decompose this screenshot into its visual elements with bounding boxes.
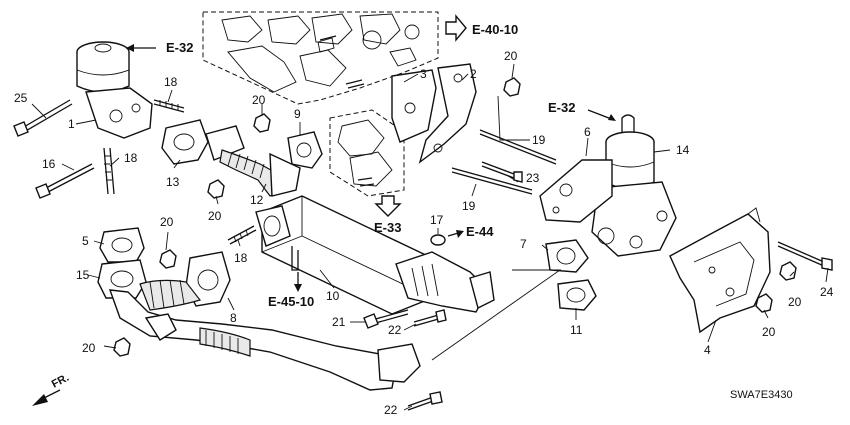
part-number-25: 25	[14, 91, 28, 105]
ref-label-e45-10: E-45-10	[268, 294, 314, 309]
part-number-24: 24	[820, 285, 834, 299]
part-number-13: 13	[166, 175, 180, 189]
egr-gasket-plate-6	[539, 159, 613, 223]
ref-label-e32-left: E-32	[166, 40, 193, 55]
ref-arrow-e32-right	[587, 109, 616, 121]
part-number-14: 14	[676, 143, 690, 157]
front-arrow-icon	[32, 389, 61, 406]
gasket-5	[99, 227, 145, 263]
ref-arrow-e33	[374, 195, 402, 217]
bolt-16	[35, 163, 95, 199]
part-number-18-lower: 18	[234, 251, 248, 265]
part-number-20-mid: 20	[208, 209, 222, 223]
nut-20	[113, 77, 797, 357]
part-number-18-upper: 18	[164, 75, 178, 89]
ref-arrow-e40-10	[445, 14, 467, 42]
diagram-code: SWA7E3430	[730, 389, 793, 401]
head-stud-bolt	[319, 35, 365, 89]
part-number-9: 9	[294, 107, 301, 121]
part-number-3: 3	[420, 67, 427, 81]
stud-18-mid	[103, 147, 115, 195]
stud-18-lower	[227, 225, 257, 245]
bolt-21	[363, 309, 409, 329]
gasket-7	[545, 239, 589, 273]
ref-arrow-e44	[447, 230, 464, 238]
ref-arrow-e32-left	[126, 44, 156, 52]
egr-valve-right	[591, 114, 677, 257]
part-number-6: 6	[584, 125, 591, 139]
stud-19-pair	[451, 129, 557, 195]
egr-cooler	[255, 195, 495, 315]
part-number-20-left: 20	[160, 215, 174, 229]
heat-shield	[669, 207, 771, 334]
part-number-5: 5	[82, 234, 89, 248]
part-number-16: 16	[42, 157, 56, 171]
gasket-15	[97, 259, 147, 299]
gasket-9	[287, 131, 323, 169]
ref-arrow-e45-10	[294, 272, 302, 292]
washer-17	[430, 234, 446, 246]
cylinder-head-outline	[202, 11, 439, 105]
part-number-15: 15	[76, 268, 90, 282]
egr-valve-left	[76, 41, 153, 139]
part-number-10: 10	[326, 289, 340, 303]
ref-label-e44: E-44	[466, 224, 494, 239]
part-number-12: 12	[250, 193, 264, 207]
part-number-2: 2	[470, 67, 477, 81]
leader-lines	[31, 63, 829, 411]
part-number-8: 8	[230, 311, 237, 325]
part-number-22-upper: 22	[388, 323, 402, 337]
part-number-7: 7	[520, 237, 527, 251]
bolt-23	[481, 161, 523, 183]
part-number-4: 4	[704, 343, 711, 357]
part-number-20-right-lower: 20	[762, 325, 776, 339]
part-number-20-upper-mid: 20	[252, 93, 266, 107]
ref-label-e33: E-33	[374, 220, 401, 235]
stud-18-upper	[153, 99, 185, 113]
front-label: FR.	[50, 372, 71, 391]
bolt-22-upper	[413, 309, 447, 327]
gasket-13	[161, 119, 209, 165]
egr-pipe-upper	[205, 125, 301, 197]
part-number-17: 17	[430, 213, 444, 227]
egr-pipe-lower	[108, 279, 421, 391]
part-number-20-right-upper: 20	[788, 295, 802, 309]
part-number-11: 11	[570, 323, 583, 337]
bolt-22-lower	[407, 391, 443, 411]
part-number-21: 21	[332, 315, 346, 329]
ref-label-e40-10: E-40-10	[472, 22, 518, 37]
part-number-18-mid: 18	[124, 151, 138, 165]
part-number-23: 23	[526, 171, 540, 185]
ref-label-e32-right: E-32	[548, 100, 575, 115]
part-number-20-top-right: 20	[504, 49, 518, 63]
part-number-22-lower: 22	[384, 403, 398, 417]
part-number-19-upper: 19	[532, 133, 546, 147]
egr-bracket	[391, 63, 477, 164]
bolt-24	[777, 241, 833, 271]
bolt-25	[13, 99, 73, 137]
part-number-19-lower: 19	[462, 199, 476, 213]
part-number-1: 1	[68, 117, 75, 131]
gasket-11	[557, 279, 597, 311]
gasket-detail-outline	[329, 109, 405, 197]
part-number-20-bottom-left: 20	[82, 341, 96, 355]
